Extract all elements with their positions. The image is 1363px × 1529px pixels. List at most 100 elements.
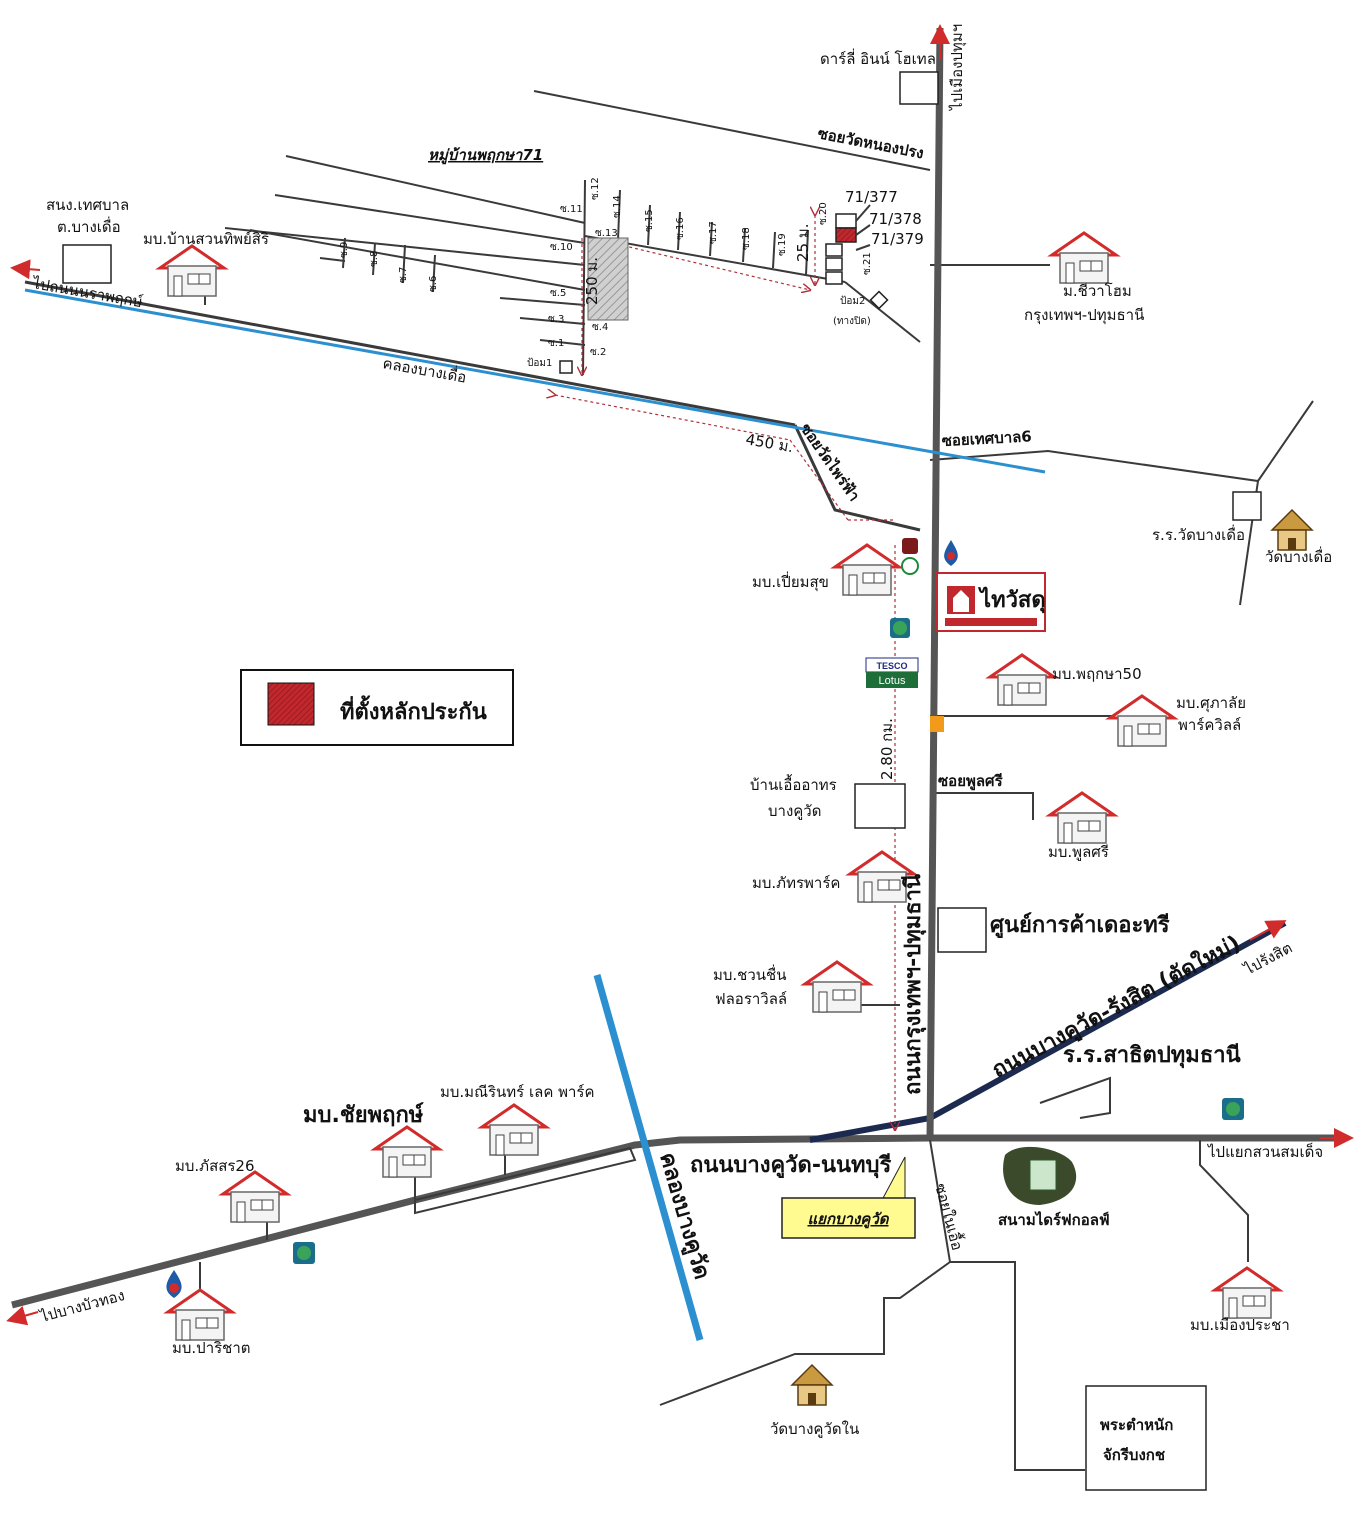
svg-text:ป้อม2: ป้อม2: [840, 295, 865, 307]
svg-text:(ทางปิด): (ทางปิด): [833, 316, 871, 327]
svg-text:ซ.12: ซ.12: [590, 177, 601, 200]
house-icon-chuanchuen: [803, 960, 871, 1014]
temple-icon-bang-khuea: [1271, 509, 1313, 551]
svg-text:ซ.19: ซ.19: [777, 233, 788, 256]
svg-text:ร.ร.สาธิตปทุมธานี: ร.ร.สาธิตปทุมธานี: [1063, 1043, 1241, 1069]
svg-text:ซอยวัดหนองปรง: ซอยวัดหนองปรง: [816, 124, 925, 162]
house-icon-mueang-pracha: [1213, 1266, 1281, 1320]
svg-text:สนง.เทศบาล: สนง.เทศบาล: [46, 196, 129, 214]
svg-text:ซอยในเอื้อ: ซอยในเอื้อ: [931, 1181, 968, 1253]
legend-swatch: [267, 682, 315, 726]
labels: ดาร์ลี่ อินน์ โฮเทล ไปเมืองปทุมฯ ซอยวัดห…: [30, 24, 1332, 1464]
svg-text:ซ.17: ซ.17: [708, 221, 719, 244]
canals: [24, 288, 1046, 1341]
svg-text:ซ.1: ซ.1: [548, 338, 564, 349]
svg-text:71/377: 71/377: [845, 188, 898, 206]
svg-text:ม.ชีวาโฮม: ม.ชีวาโฮม: [1063, 282, 1132, 300]
svg-text:ร.ร.วัดบางเดื่อ: ร.ร.วัดบางเดื่อ: [1152, 524, 1245, 544]
svg-text:ซ.3: ซ.3: [548, 314, 564, 325]
svg-text:มบ.ภัสสร26: มบ.ภัสสร26: [175, 1157, 255, 1175]
svg-text:ดาร์ลี่ อินน์ โฮเทล: ดาร์ลี่ อินน์ โฮเทล: [820, 48, 936, 68]
direction-arrows: [6, 24, 1354, 1326]
svg-text:ซ.6: ซ.6: [428, 276, 439, 292]
lot-plots: [825, 204, 871, 285]
house-icon-prueksa50: [988, 653, 1056, 707]
village-roads: [204, 90, 1050, 376]
svg-text:มบ.เมืองประชา: มบ.เมืองประชา: [1190, 1316, 1290, 1334]
svg-text:ถนนบางคูวัด-นนทบุรี: ถนนบางคูวัด-นนทบุรี: [690, 1153, 891, 1179]
svg-text:ซ.5: ซ.5: [550, 288, 566, 299]
svg-text:ซ.15: ซ.15: [644, 209, 655, 232]
svg-text:มบ.ศุภาลัย: มบ.ศุภาลัย: [1176, 694, 1246, 713]
svg-text:ซอยเทศบาล6: ซอยเทศบาล6: [941, 427, 1032, 450]
svg-text:ซ.11: ซ.11: [560, 204, 583, 215]
svg-text:ซ.9: ซ.9: [339, 242, 350, 258]
soi-labels: ซ.1 ซ.2 ซ.3 ซ.4 ซ.5 ซ.6 ซ.7 ซ.8 ซ.9 ซ.10…: [339, 177, 873, 358]
svg-text:TESCO: TESCO: [876, 661, 907, 671]
tesco-lotus-logo: TESCO Lotus: [865, 657, 919, 688]
svg-text:Lotus: Lotus: [879, 675, 906, 687]
svg-text:ซ.14: ซ.14: [612, 195, 623, 218]
house-icon-supalai: [1108, 694, 1176, 748]
house-icon-suan-thip: [158, 244, 226, 298]
svg-text:ซ.20: ซ.20: [818, 202, 829, 225]
svg-text:มบ.พูลศรี: มบ.พูลศรี: [1048, 843, 1109, 861]
svg-text:บ้านเอื้ออาทร: บ้านเอื้ออาทร: [750, 774, 837, 794]
svg-text:มบ.บ้านสวนทิพย์สิริ: มบ.บ้านสวนทิพย์สิริ: [143, 230, 269, 248]
svg-text:วัดบางเดื่อ: วัดบางเดื่อ: [1265, 546, 1332, 566]
svg-text:ซ.7: ซ.7: [398, 267, 409, 283]
house-icon-chai-prueksa: [373, 1125, 441, 1179]
svg-text:ฟลอราวิลล์: ฟลอราวิลล์: [715, 990, 787, 1008]
svg-text:450 ม.: 450 ม.: [744, 430, 794, 456]
svg-text:ซ.21: ซ.21: [862, 252, 873, 275]
house-icon-parichat: [166, 1288, 234, 1342]
svg-text:ซ.16: ซ.16: [675, 217, 686, 240]
poi-icons: [166, 538, 1244, 1298]
svg-text:ซอยพูลศรี: ซอยพูลศรี: [938, 772, 1004, 791]
svg-text:ไปแยกสวนสมเด็จ: ไปแยกสวนสมเด็จ: [1207, 1142, 1323, 1161]
svg-text:สนามไดร์ฟกอลฟ์: สนามไดร์ฟกอลฟ์: [998, 1210, 1110, 1229]
legend: ที่ตั้งหลักประกัน: [240, 669, 514, 746]
callout-bang-khu-wat: แยกบางคูวัด: [781, 1156, 916, 1239]
svg-text:ไปเมืองปทุมฯ: ไปเมืองปทุมฯ: [948, 24, 967, 111]
svg-text:มบ.ปาริชาต: มบ.ปาริชาต: [172, 1339, 251, 1357]
svg-text:มบ.ชัยพฤกษ์: มบ.ชัยพฤกษ์: [303, 1102, 424, 1128]
svg-text:จักรีบงกช: จักรีบงกช: [1103, 1446, 1165, 1464]
road-network: [11, 27, 1342, 1471]
seven-icon: [930, 716, 944, 732]
lot-labels: 71/377 71/378 71/379 ป้อม1 ป้อม2 (ทางปิด…: [527, 188, 924, 369]
svg-text:71/378: 71/378: [869, 210, 922, 228]
svg-text:ซ.8: ซ.8: [369, 251, 380, 267]
village-block: [587, 237, 629, 321]
svg-text:มบ.ชวนชื่น: มบ.ชวนชื่น: [713, 964, 786, 984]
svg-text:มบ.เปี่ยมสุข: มบ.เปี่ยมสุข: [752, 571, 829, 592]
svg-text:แยกบางคูวัด: แยกบางคูวัด: [807, 1210, 889, 1229]
svg-text:พาร์ควิลล์: พาร์ควิลล์: [1178, 716, 1241, 734]
svg-text:หมู่บ้านพฤกษา71: หมู่บ้านพฤกษา71: [428, 146, 543, 165]
svg-text:พระตำหนัก: พระตำหนัก: [1100, 1416, 1173, 1434]
svg-text:มบ.ภัทรพาร์ค: มบ.ภัทรพาร์ค: [752, 874, 840, 892]
svg-text:25 ม.: 25 ม.: [794, 223, 812, 262]
svg-text:71/379: 71/379: [871, 230, 924, 248]
svg-text:ซ.2: ซ.2: [590, 347, 606, 358]
landmark-boxes: [62, 71, 1262, 1491]
svg-text:กรุงเทพฯ-ปทุมธานี: กรุงเทพฯ-ปทุมธานี: [1024, 306, 1144, 325]
temple-icon-bang-khu-wat-nai: [791, 1364, 833, 1406]
svg-text:ซ.18: ซ.18: [741, 227, 752, 250]
svg-text:มบ.พฤกษา50: มบ.พฤกษา50: [1052, 665, 1142, 683]
svg-text:ซ.4: ซ.4: [592, 322, 608, 333]
house-icon-piam-suk: [833, 543, 901, 597]
svg-text:ไทวัสดุ: ไทวัสดุ: [978, 586, 1046, 614]
house-icon-chewa: [1050, 231, 1118, 285]
svg-text:ต.บางเดื่อ: ต.บางเดื่อ: [57, 216, 121, 236]
svg-text:มบ.มณีรินทร์ เลค พาร์ค: มบ.มณีรินทร์ เลค พาร์ค: [440, 1083, 595, 1101]
house-icon-manee: [480, 1103, 548, 1157]
shop-icon: [902, 538, 918, 554]
svg-text:ถนนกรุงเทพฯ-ปทุมธานี: ถนนกรุงเทพฯ-ปทุมธานี: [901, 874, 927, 1095]
svg-text:2.80 กม.: 2.80 กม.: [878, 718, 896, 780]
svg-text:250 ม.: 250 ม.: [583, 257, 601, 305]
thai-watsadu-logo: ไทวัสดุ: [936, 572, 1046, 632]
legend-label: ที่ตั้งหลักประกัน: [340, 695, 487, 725]
house-icon-phunsri: [1048, 791, 1116, 845]
